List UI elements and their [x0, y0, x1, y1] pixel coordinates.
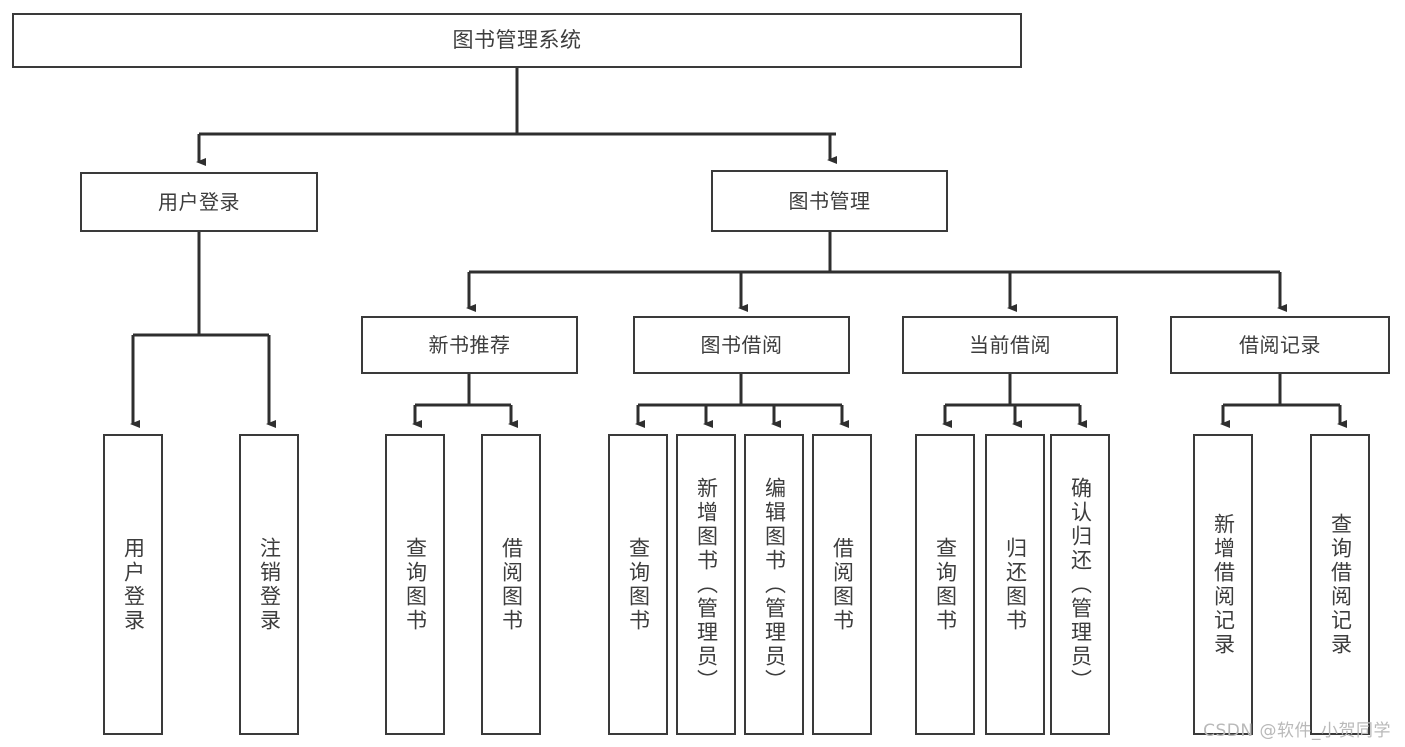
node-root-book-management-system[interactable]: 图书管理系统 — [12, 13, 1022, 68]
leaf-borrow-record-add[interactable]: 新增借阅记录 — [1193, 434, 1253, 735]
node-label: 当前借阅 — [969, 332, 1051, 357]
node-label: 查询图书 — [403, 536, 428, 633]
leaf-new-book-query[interactable]: 查询图书 — [385, 434, 445, 735]
leaf-borrow-record-query[interactable]: 查询借阅记录 — [1310, 434, 1370, 735]
node-label: 编辑图书（管理员） — [762, 476, 787, 693]
leaf-borrow-book-borrow[interactable]: 借阅图书 — [812, 434, 872, 735]
leaf-borrow-book-edit-admin[interactable]: 编辑图书（管理员） — [744, 434, 804, 735]
node-current-borrow[interactable]: 当前借阅 — [902, 316, 1118, 374]
node-new-book-recommend[interactable]: 新书推荐 — [361, 316, 578, 374]
node-borrow-record[interactable]: 借阅记录 — [1170, 316, 1390, 374]
node-label: 借阅图书 — [830, 536, 855, 633]
node-label: 新增借阅记录 — [1211, 512, 1236, 657]
leaf-current-borrow-return[interactable]: 归还图书 — [985, 434, 1045, 735]
node-label: 借阅记录 — [1239, 332, 1321, 357]
node-user-login[interactable]: 用户登录 — [80, 172, 318, 232]
node-label: 用户登录 — [158, 189, 240, 214]
node-label: 新书推荐 — [428, 332, 511, 357]
node-label: 查询借阅记录 — [1328, 512, 1353, 657]
leaf-current-borrow-confirm-admin[interactable]: 确认归还（管理员） — [1050, 434, 1110, 735]
node-label: 图书管理 — [788, 188, 871, 213]
node-label: 图书借阅 — [700, 332, 783, 357]
node-label: 借阅图书 — [499, 536, 524, 633]
node-label: 归还图书 — [1003, 536, 1028, 633]
node-label: 新增图书（管理员） — [694, 476, 719, 693]
node-label: 查询图书 — [626, 536, 651, 633]
node-book-borrow[interactable]: 图书借阅 — [633, 316, 850, 374]
node-label: 确认归还（管理员） — [1068, 476, 1093, 693]
node-label: 图书管理系统 — [452, 27, 582, 52]
node-label: 注销登录 — [257, 536, 282, 633]
node-book-management[interactable]: 图书管理 — [711, 170, 948, 232]
leaf-current-borrow-query[interactable]: 查询图书 — [915, 434, 975, 735]
leaf-user-login-login[interactable]: 用户登录 — [103, 434, 163, 735]
leaf-borrow-book-add-admin[interactable]: 新增图书（管理员） — [676, 434, 736, 735]
leaf-user-login-logout[interactable]: 注销登录 — [239, 434, 299, 735]
leaf-new-book-borrow[interactable]: 借阅图书 — [481, 434, 541, 735]
node-label: 用户登录 — [121, 536, 146, 633]
leaf-borrow-book-query[interactable]: 查询图书 — [608, 434, 668, 735]
node-label: 查询图书 — [933, 536, 958, 633]
